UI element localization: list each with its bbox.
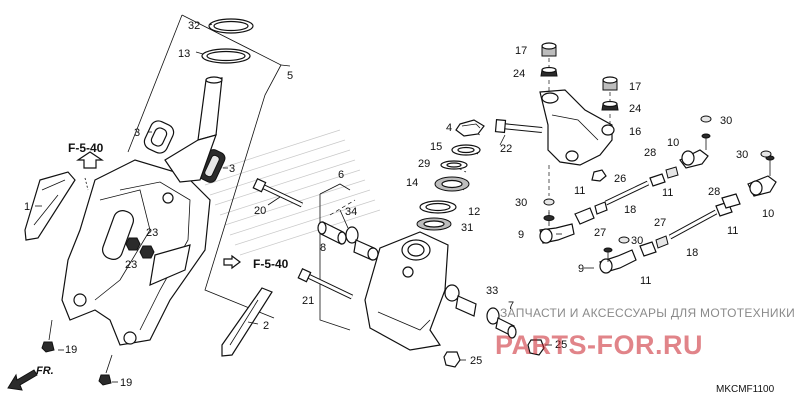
label-5: 5 — [287, 70, 293, 82]
label-28-upper: 28 — [644, 147, 656, 159]
label-6: 6 — [338, 169, 344, 181]
label-26: 26 — [614, 173, 626, 185]
reference-f-5-40-top[interactable]: F-5-40 — [68, 141, 104, 155]
steering-frame-group — [24, 14, 304, 386]
lock-nut-4 — [455, 119, 485, 137]
label-9-lower: 9 — [578, 263, 584, 275]
front-direction-indicator: FR. — [7, 365, 54, 391]
ball-joint-9-upper — [539, 212, 575, 244]
label-17-right: 17 — [629, 81, 641, 93]
label-11-a: 11 — [574, 185, 585, 197]
label-27-a: 27 — [594, 227, 606, 239]
washer-30-upper — [700, 115, 712, 123]
svg-text:FR.: FR. — [36, 365, 54, 377]
label-10-upper: 10 — [667, 137, 679, 149]
label-21: 21 — [302, 295, 314, 307]
side-cover-2 — [221, 287, 273, 357]
label-27-b: 27 — [654, 217, 666, 229]
head-pipe — [197, 77, 223, 141]
bolt-19-right — [98, 374, 112, 386]
label-4: 4 — [446, 122, 452, 134]
washer-30-right — [760, 150, 772, 158]
label-24-top: 24 — [513, 68, 525, 80]
washer-30-center — [543, 198, 555, 206]
arrow-right-icon — [223, 254, 241, 270]
label-14: 14 — [406, 177, 418, 189]
label-15: 15 — [430, 141, 442, 153]
label-18-lower: 18 — [686, 247, 698, 259]
nut-26 — [591, 169, 607, 182]
nut-23-lower — [139, 245, 155, 259]
watermark: ЗАПЧАСТИ И АКСЕССУАРЫ ДЛЯ МОТОТЕХНИКИ PA… — [495, 306, 795, 360]
label-20: 20 — [254, 205, 266, 217]
diagram-code: MKCMF1100 — [716, 384, 775, 395]
label-7: 7 — [508, 300, 514, 312]
label-24-right: 24 — [629, 103, 641, 115]
watermark-text: ЗАПЧАСТИ И АКСЕССУАРЫ ДЛЯ МОТОТЕХНИКИ — [500, 306, 795, 320]
reference-f-5-40-side[interactable]: F-5-40 — [253, 257, 289, 271]
label-22: 22 — [500, 143, 512, 155]
arrow-front-icon — [7, 369, 38, 391]
label-28-lower: 28 — [708, 186, 720, 198]
bolt-20 — [252, 177, 304, 208]
nut-25-left — [443, 351, 461, 368]
label-12: 12 — [468, 206, 480, 218]
label-25-left: 25 — [470, 355, 482, 367]
washer-30-lower — [618, 236, 630, 244]
label-1: 1 — [24, 201, 30, 213]
label-19-right: 19 — [120, 377, 132, 389]
label-11-d: 11 — [640, 275, 651, 287]
label-16: 16 — [629, 126, 641, 138]
label-18-upper: 18 — [624, 204, 636, 216]
label-34: 34 — [345, 206, 357, 218]
reference-side[interactable]: F-5-40 — [223, 254, 289, 271]
part-labels: 32 13 5 3 3 1 20 23 23 2 19 19 6 34 8 21… — [24, 20, 774, 389]
label-30-upper: 30 — [720, 115, 732, 127]
side-cover-1 — [24, 171, 76, 241]
label-3-top: 3 — [134, 127, 140, 139]
label-8: 8 — [320, 242, 326, 254]
tie-rod-upper — [574, 133, 711, 225]
collar-33 — [486, 307, 500, 325]
label-23-upper: 23 — [146, 227, 158, 239]
label-13: 13 — [178, 48, 190, 60]
arrow-up-icon — [76, 151, 104, 169]
steering-frame-body — [61, 159, 211, 346]
label-11-b: 11 — [662, 187, 673, 199]
bolt-19-left — [41, 341, 55, 353]
nut-25-right — [527, 339, 545, 356]
bolt-22 — [494, 119, 543, 134]
bolt-21 — [297, 267, 354, 300]
tie-rod-group — [539, 42, 777, 274]
label-23-lower: 23 — [125, 259, 137, 271]
label-30-center: 30 — [515, 197, 527, 209]
label-32: 32 — [188, 20, 200, 32]
tie-rod-lower — [599, 155, 777, 274]
label-31: 31 — [461, 222, 473, 234]
nut-23-upper — [125, 237, 141, 251]
label-17-top: 17 — [515, 45, 527, 57]
label-19-left: 19 — [65, 344, 77, 356]
steering-bracket-16 — [539, 89, 613, 166]
reference-top[interactable]: F-5-40 — [68, 141, 104, 169]
stem-bearing-group — [416, 119, 543, 231]
link-arm — [364, 231, 449, 351]
label-3-right: 3 — [229, 163, 235, 175]
link-group — [297, 183, 552, 368]
watermark-logo: PARTS-FOR.RU — [495, 330, 703, 360]
label-29: 29 — [418, 158, 430, 170]
label-9-upper: 9 — [518, 229, 524, 241]
label-2: 2 — [263, 320, 269, 332]
label-30-lower: 30 — [631, 235, 643, 247]
label-11-c: 11 — [727, 225, 738, 237]
label-30-right: 30 — [736, 149, 748, 161]
label-10-lower: 10 — [762, 208, 774, 220]
label-33: 33 — [486, 285, 498, 297]
label-25-right: 25 — [555, 339, 567, 351]
